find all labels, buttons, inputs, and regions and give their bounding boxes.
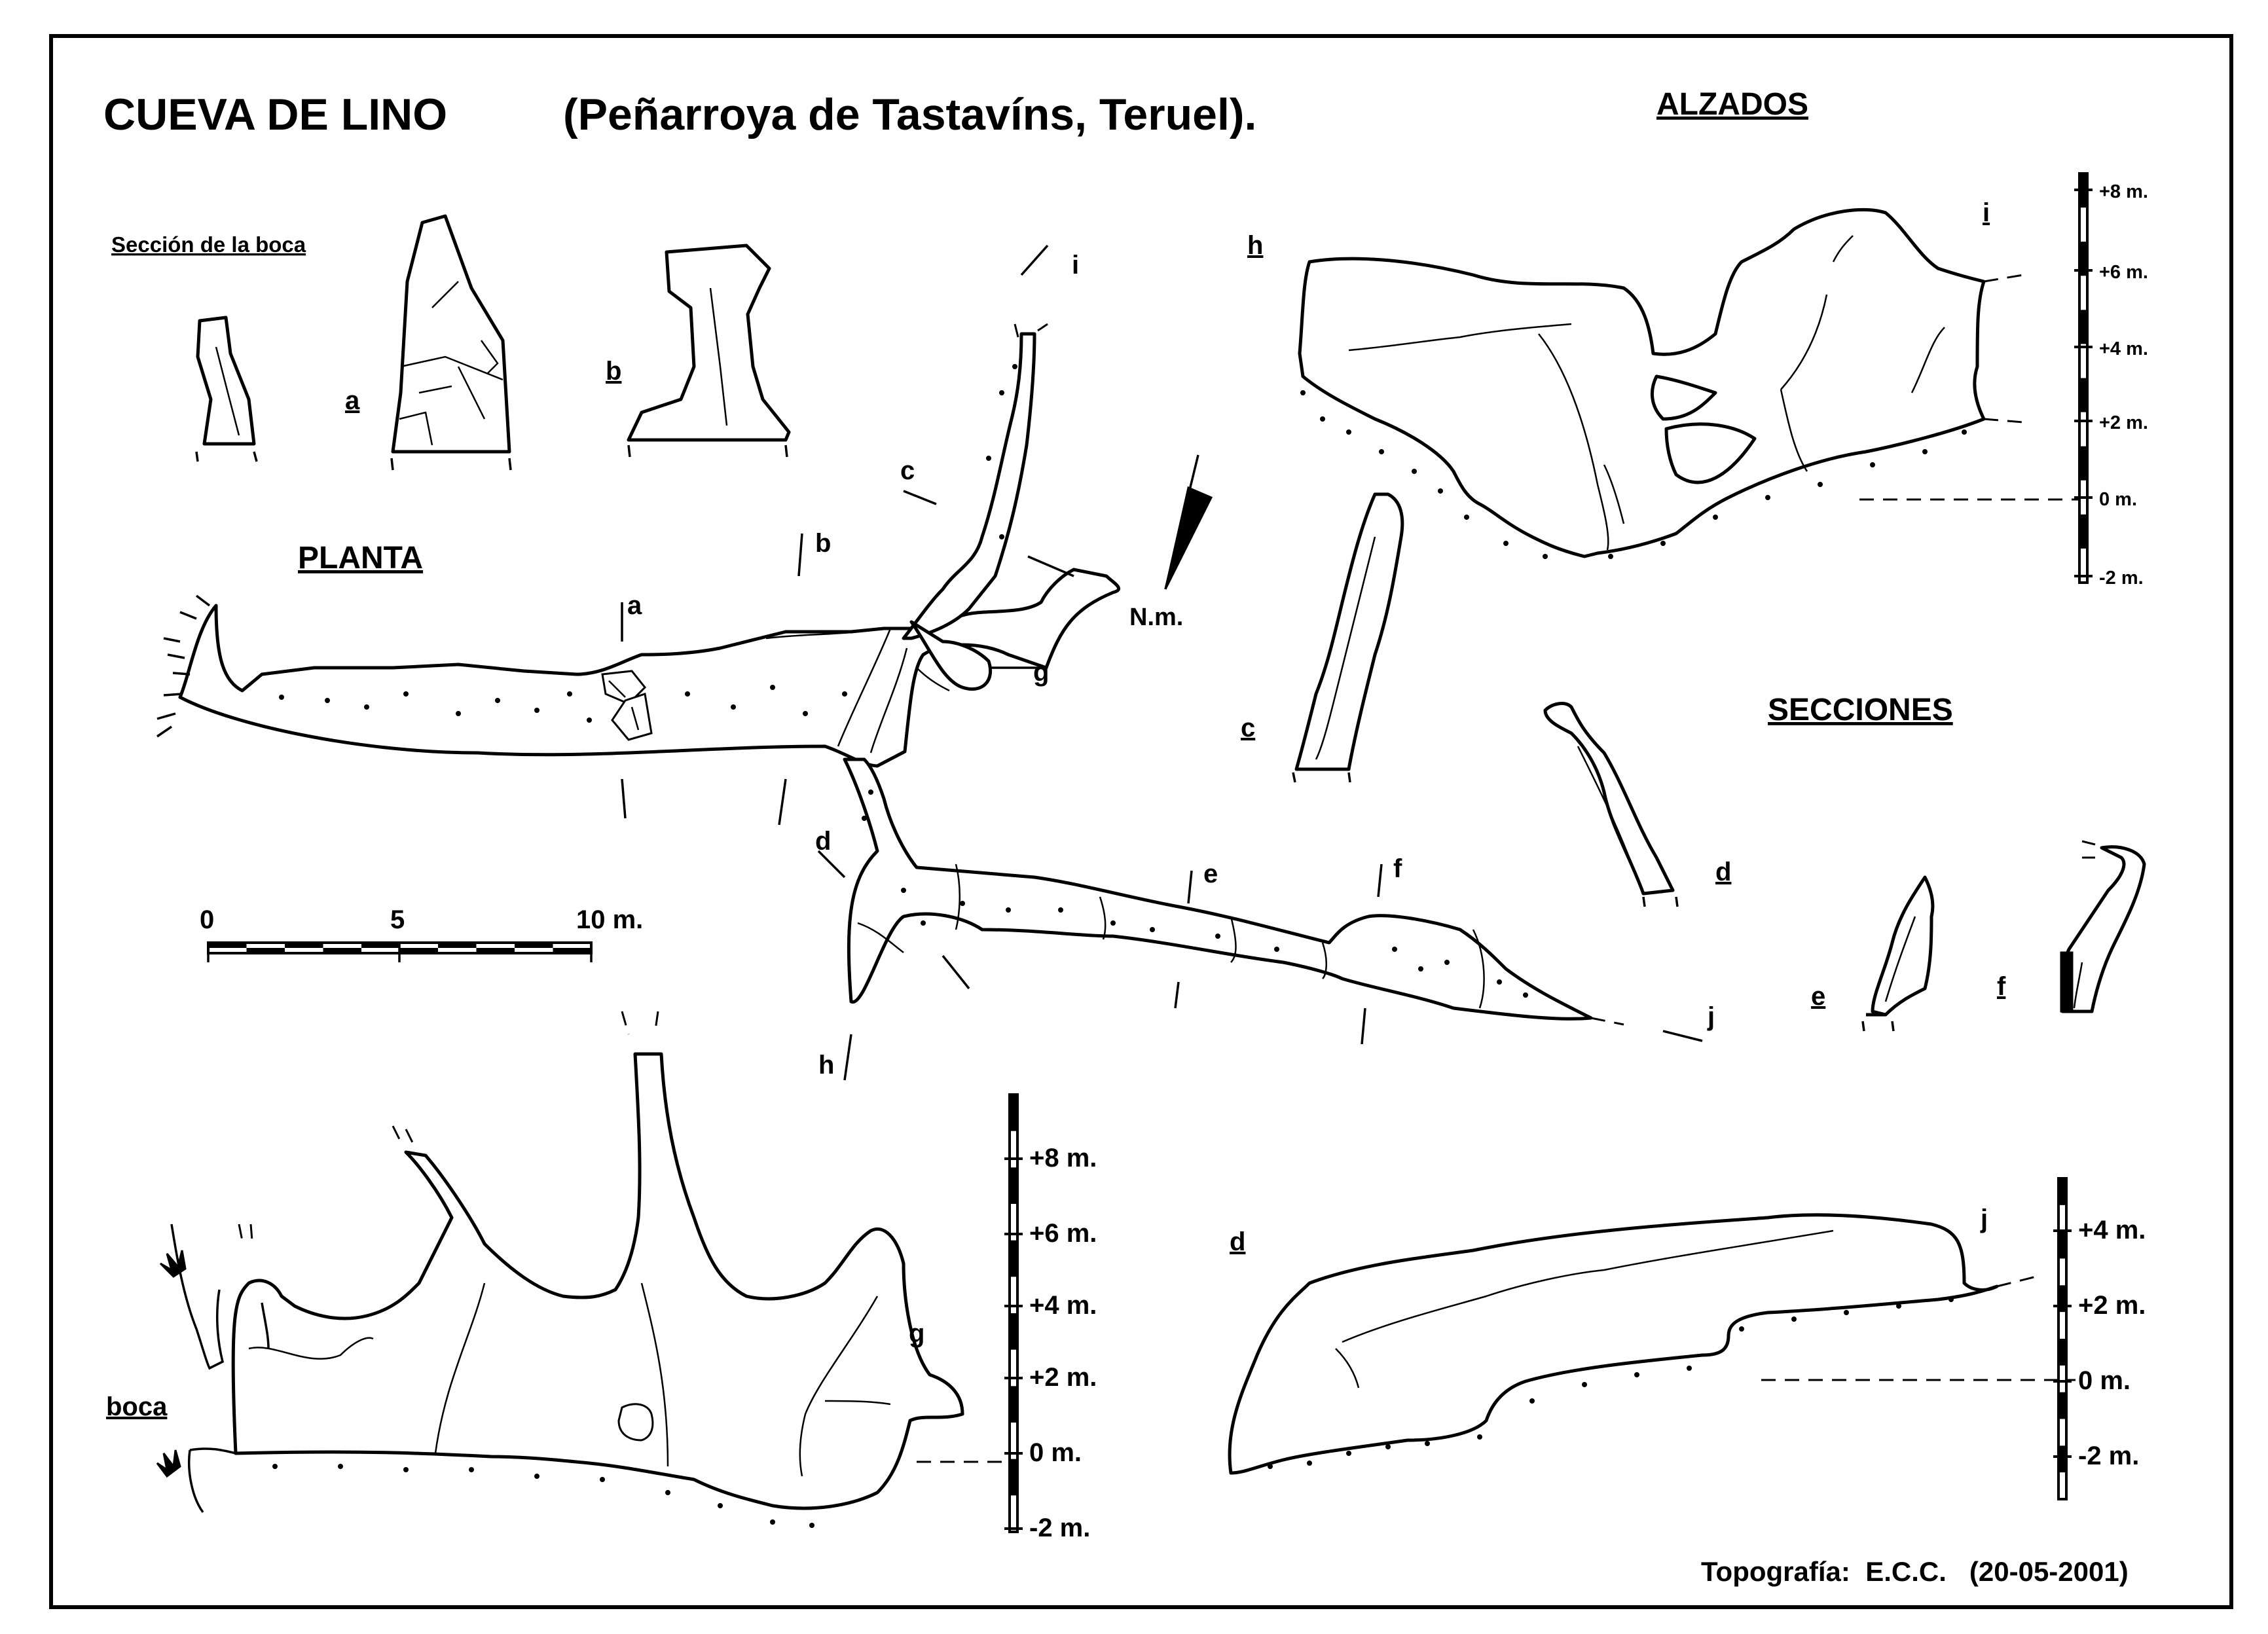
elevation-boca-g-end: g	[909, 1319, 924, 1348]
scale-bar-block	[438, 943, 477, 948]
scale-tick-label: +8 m.	[1029, 1144, 1097, 1172]
cross-section-label-e: e	[1811, 982, 1825, 1011]
scale-bar-block	[246, 948, 285, 953]
sheet-border	[49, 34, 2233, 1609]
elevation-h-i: h i +8 m. +6 m. +4 m. +2 m. 0 m. -2 m.	[1247, 172, 2148, 589]
scale-tick-label: +4 m.	[2099, 338, 2148, 359]
plan-marker-a: a	[627, 591, 642, 620]
elevation-h-i-end: i	[1983, 198, 1990, 227]
heading-seccion-boca: Sección de la boca	[111, 232, 306, 257]
scale-tick-label: +8 m.	[2099, 181, 2148, 202]
scale-tick-label: +2 m.	[1029, 1363, 1097, 1392]
title: CUEVA DE LINO	[103, 90, 447, 139]
credit: Topografía: E.C.C. (20-05-2001)	[1701, 1556, 2129, 1587]
scale-tick-label: +6 m.	[2099, 262, 2148, 283]
scale-label-10: 10 m.	[576, 905, 643, 934]
scale-tick-label: -2 m.	[2078, 1442, 2139, 1470]
location: (Peñarroya de Tastavíns, Teruel).	[563, 90, 1256, 139]
scale-bar-block	[553, 948, 591, 953]
plan-marker-i: i	[1072, 251, 1079, 280]
plan-marker-f: f	[1393, 854, 1402, 883]
scale-bar-block	[208, 943, 247, 948]
plan-marker-d: d	[815, 827, 831, 856]
mouth-section-label-b: b	[606, 357, 621, 386]
north-label: N.m.	[1129, 604, 1183, 631]
cross-section-label-c: c	[1241, 714, 1255, 742]
elevation-d-j: d j +4 m. +2 m. 0 m. -2 m.	[1228, 1177, 2146, 1500]
scale-tick-label: +2 m.	[2078, 1291, 2146, 1320]
cross-section-label-f: f	[1997, 972, 2006, 1001]
scale-tick-label: -2 m.	[2099, 568, 2144, 589]
scale-bar-block	[515, 943, 553, 948]
mouth-section-label-a: a	[345, 386, 360, 415]
scale-bar-block	[476, 948, 515, 953]
scale-tick-label: +2 m.	[2099, 412, 2148, 433]
north-arrow-icon: N.m.	[1129, 454, 1213, 631]
scale-bar-block	[399, 948, 438, 953]
scale-label-5: 5	[390, 905, 405, 934]
plan-marker-b: b	[815, 529, 831, 558]
elevation-h-i-start: h	[1247, 231, 1263, 260]
scale-bar-block	[323, 948, 361, 953]
plan-marker-g: g	[1033, 658, 1049, 687]
scale-bar: 0 5 10 m.	[200, 905, 643, 962]
heading-planta: PLANTA	[298, 541, 423, 575]
elevation-d-j-end: j	[1980, 1205, 1988, 1233]
plan-marker-e: e	[1203, 860, 1218, 888]
elevation-boca-g-start: boca	[106, 1392, 168, 1421]
scale-bar-block	[285, 943, 323, 948]
heading-secciones: SECCIONES	[1768, 693, 1953, 727]
elevation-boca-g: boca g +8 m. +6 m. +4 m. +2 m. 0 m. -2 m.	[106, 1011, 1097, 1542]
scale-tick-label: -2 m.	[1029, 1514, 1090, 1542]
plan-marker-h: h	[818, 1051, 834, 1080]
scale-tick-label: +4 m.	[2078, 1216, 2146, 1244]
plan-marker-j: j	[1707, 1002, 1715, 1031]
heading-alzados: ALZADOS	[1656, 87, 1808, 122]
elevation-d-j-start: d	[1230, 1227, 1245, 1256]
scale-bar-block	[361, 943, 400, 948]
scale-tick-label: 0 m.	[2078, 1366, 2131, 1395]
scale-label-0: 0	[200, 905, 214, 934]
scale-tick-label: +4 m.	[1029, 1291, 1097, 1320]
mouth-sections: a b	[195, 214, 791, 471]
cross-section-label-d: d	[1715, 858, 1731, 886]
plan-marker-c: c	[900, 456, 915, 485]
plan-view: a b c d e f g h i j	[156, 244, 1715, 1081]
scale-tick-label: +6 m.	[1029, 1219, 1097, 1248]
cross-sections: c d e f	[1241, 492, 2146, 1032]
scale-tick-label: 0 m.	[2099, 489, 2137, 510]
scale-tick-label: 0 m.	[1029, 1438, 1082, 1467]
